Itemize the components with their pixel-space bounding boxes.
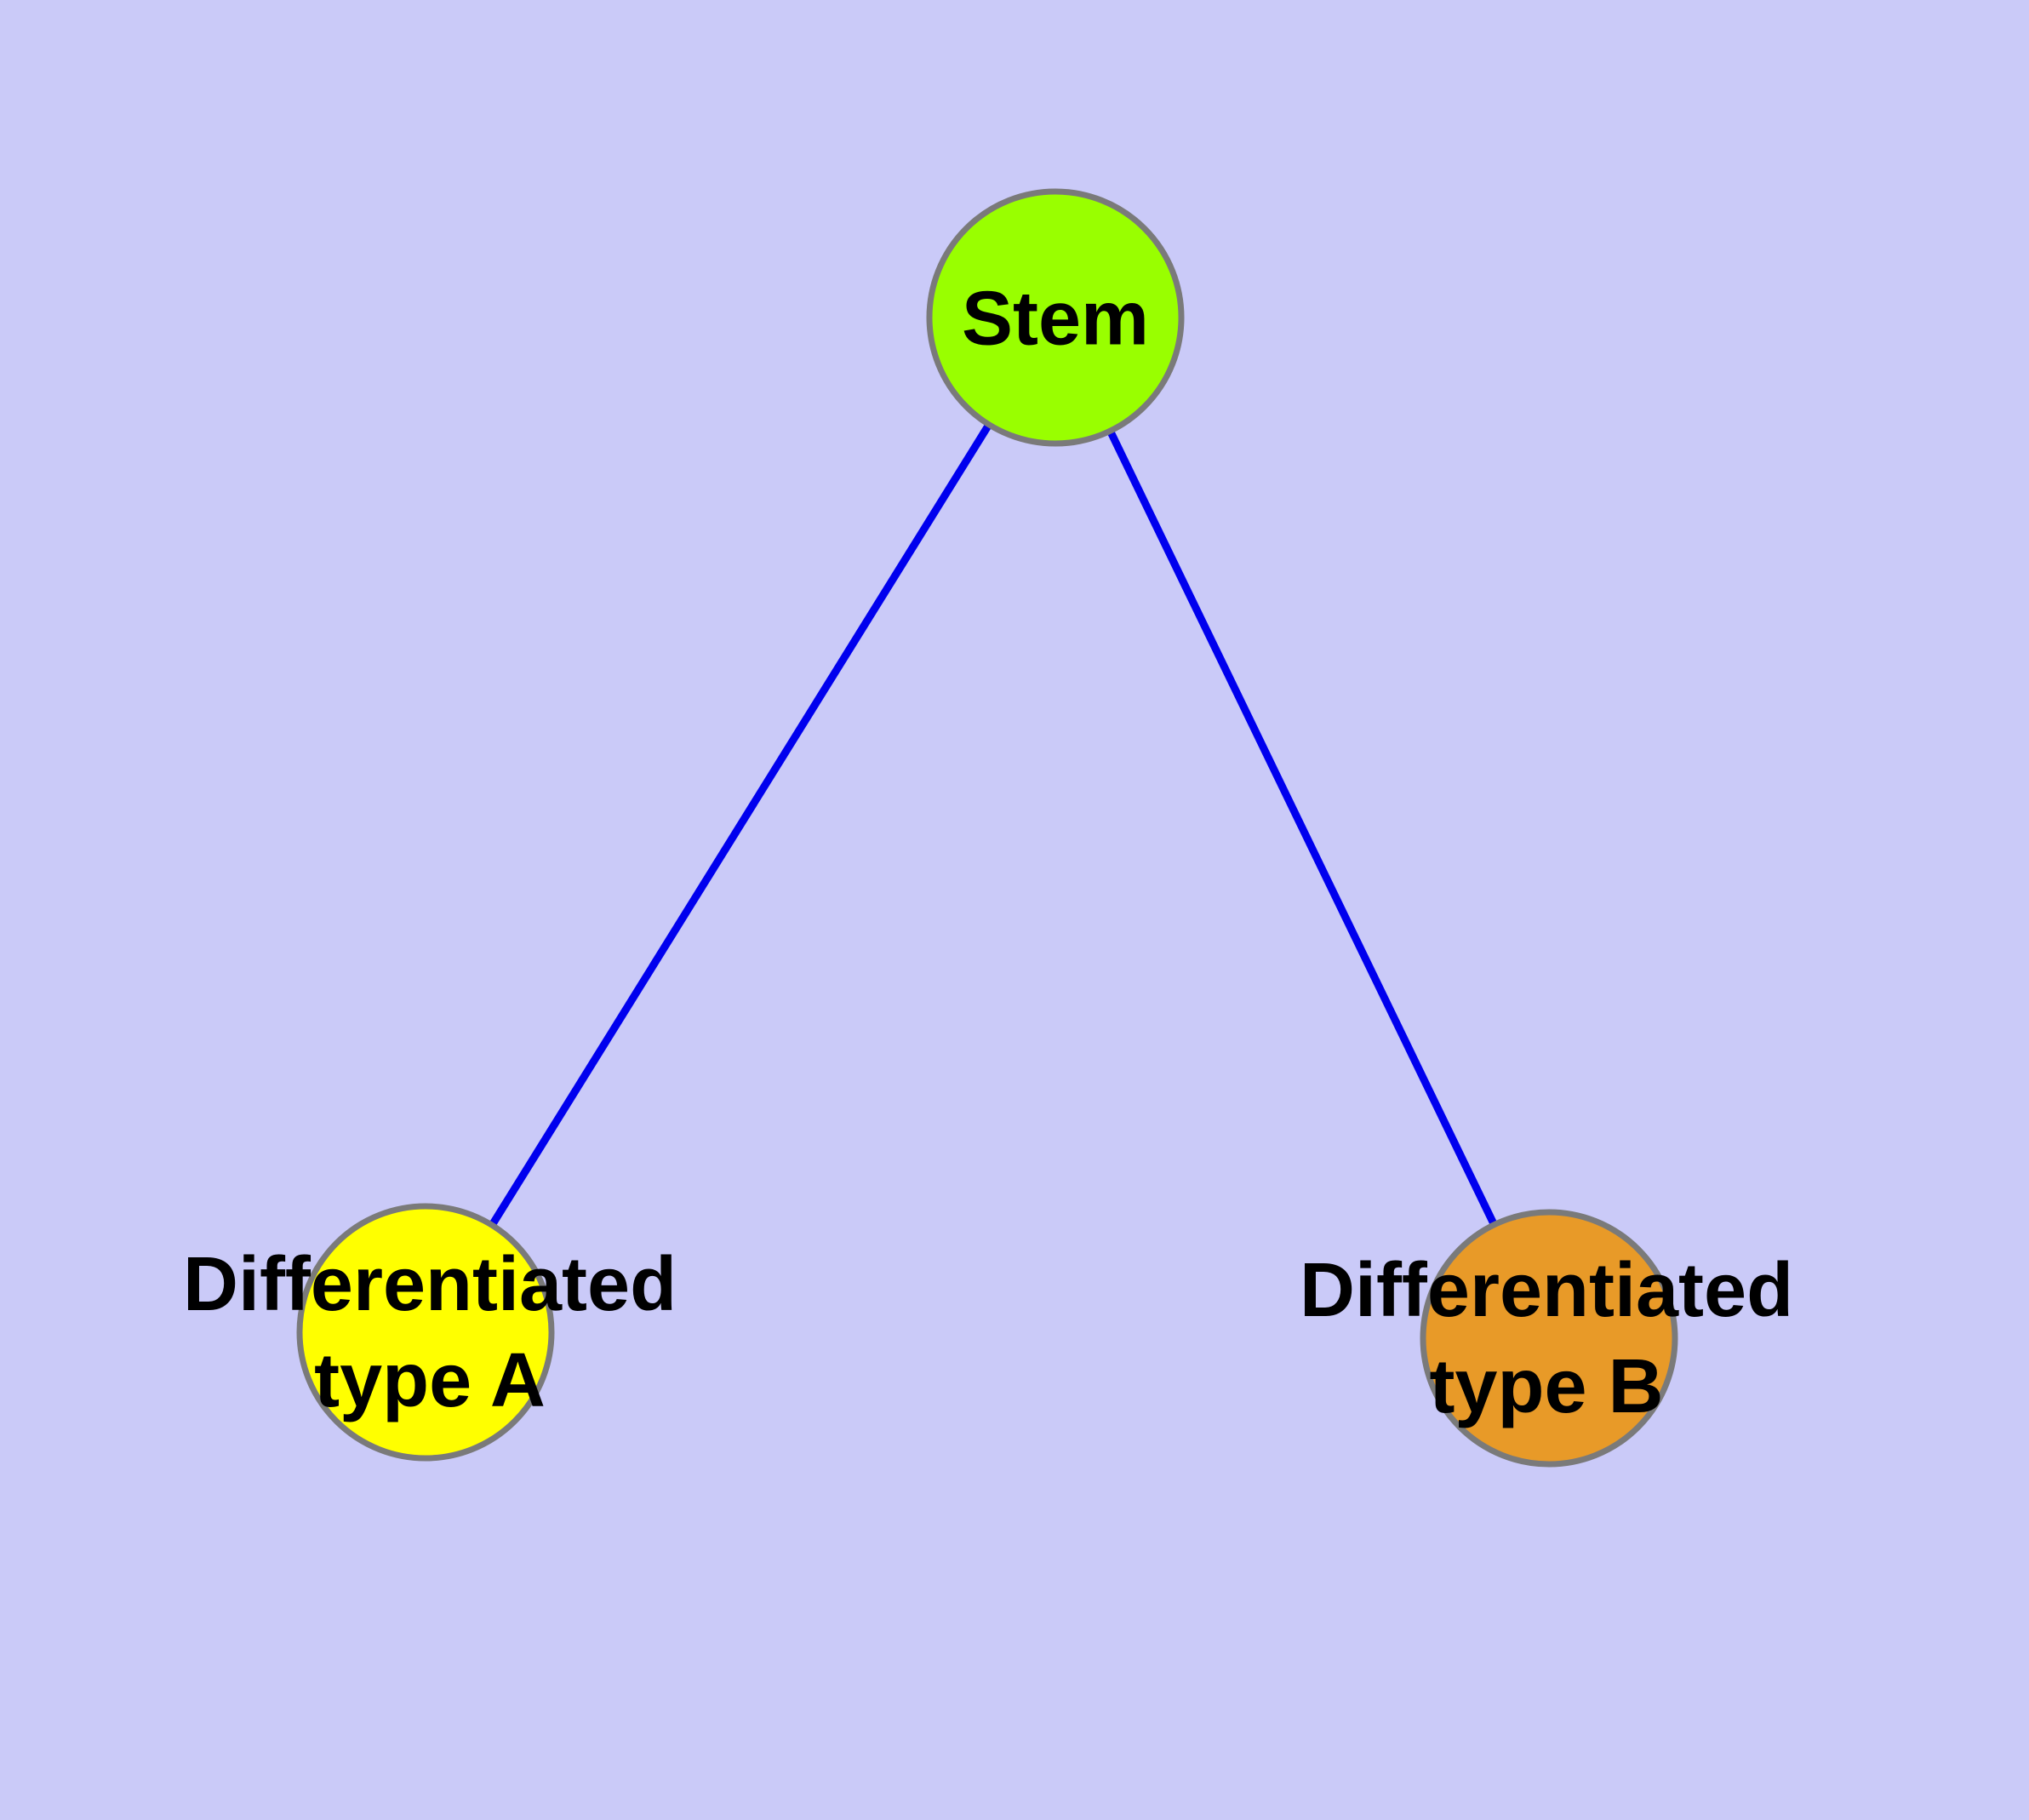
node-stem bbox=[926, 188, 1185, 447]
node-label-stem: Stem bbox=[962, 272, 1149, 368]
node-label-type-b: Differentiated type B bbox=[1300, 1243, 1793, 1435]
node-label-type-a-line1: Differentiated bbox=[182, 1242, 677, 1327]
node-label-type-b-line2: type B bbox=[1429, 1344, 1664, 1429]
node-label-stem-line1: Stem bbox=[961, 276, 1150, 362]
node-label-type-a-line2: type A bbox=[314, 1338, 546, 1423]
node-type-b bbox=[1420, 1209, 1678, 1468]
node-type-a bbox=[296, 1203, 555, 1462]
node-label-type-a: Differentiated type A bbox=[183, 1237, 677, 1429]
edge-stem-to-type-b bbox=[1051, 316, 1553, 1340]
node-label-type-b-line1: Differentiated bbox=[1299, 1248, 1794, 1333]
edge-stem-to-type-a bbox=[422, 315, 1059, 1335]
